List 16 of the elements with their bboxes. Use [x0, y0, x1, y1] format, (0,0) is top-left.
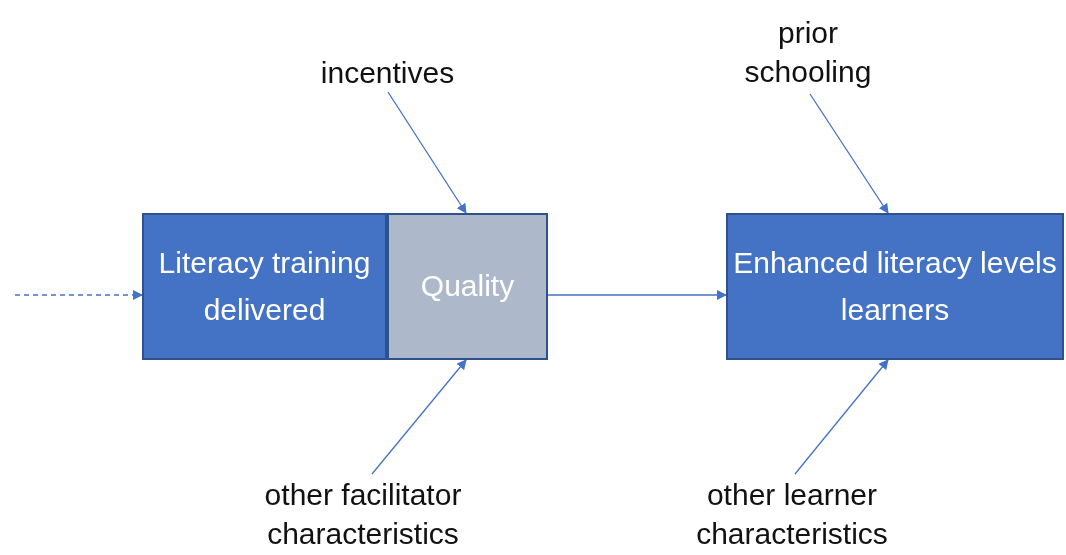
- process-box: [142, 213, 387, 360]
- process-box: [387, 213, 548, 360]
- node-text: other facilitator characteristics: [263, 477, 463, 552]
- node-text: prior schooling: [743, 15, 873, 90]
- node-text: incentives: [320, 54, 455, 91]
- node-text: Quality: [420, 268, 515, 305]
- arrow: [387, 91, 467, 214]
- outcome-box: [726, 213, 1064, 360]
- arrow: [547, 290, 727, 300]
- node-text: Literacy training delivered: [157, 245, 372, 328]
- arrow: [794, 359, 889, 475]
- node-text: other learner characteristics: [695, 477, 889, 552]
- node-text: Enhanced literacy levels learners: [732, 245, 1058, 328]
- arrow: [371, 359, 467, 475]
- arrow: [809, 93, 889, 214]
- arrow: [14, 290, 143, 300]
